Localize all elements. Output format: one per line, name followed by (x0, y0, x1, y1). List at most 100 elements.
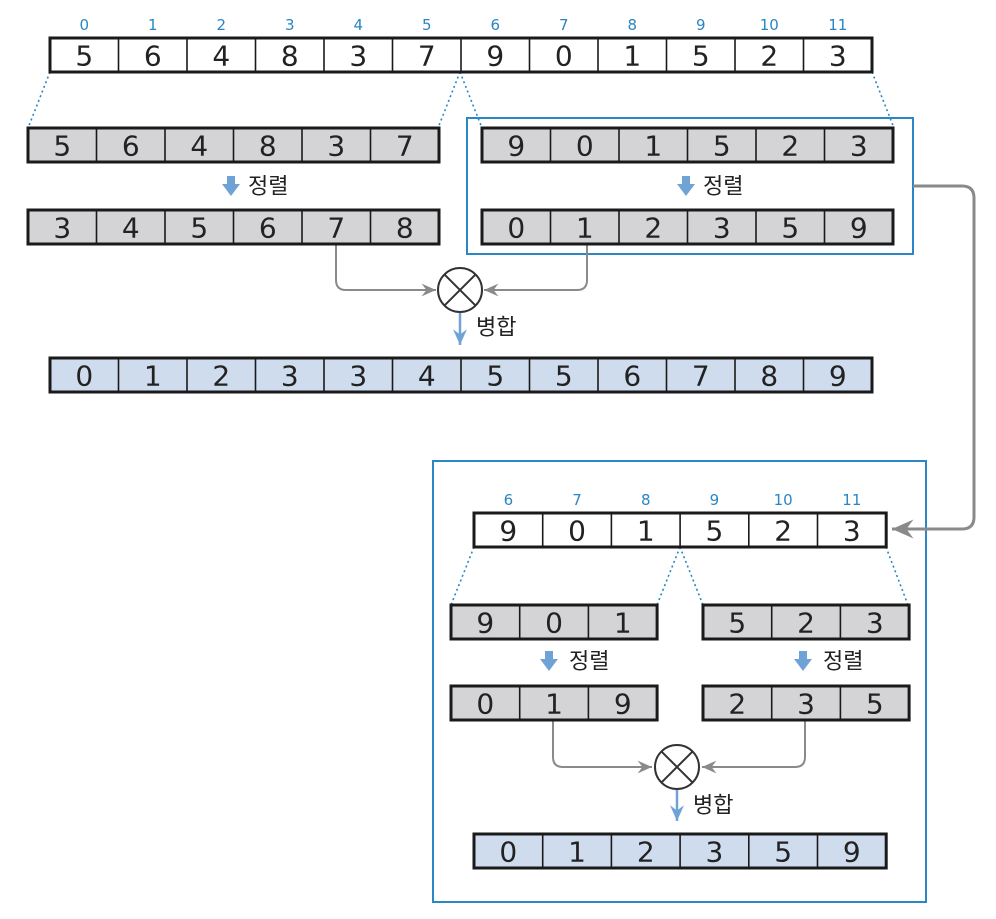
array-border (48, 356, 874, 394)
merge-connectors-level1 (335, 244, 588, 345)
split-guides-level1 (27, 71, 895, 129)
merge-connectors-level2 (552, 720, 806, 821)
array-cell-value: 6 (144, 40, 162, 73)
split-guides-level2 (450, 546, 909, 606)
array-index-label: 7 (559, 16, 569, 34)
merge-label: 병합 (476, 316, 516, 341)
array-index-label: 8 (641, 491, 651, 509)
array-cell-value: 5 (75, 40, 93, 73)
array-cell-value: 2 (774, 515, 792, 548)
array-index-label: 11 (828, 16, 847, 34)
array-cell-value: 2 (644, 212, 662, 245)
array-index-label: 9 (710, 491, 720, 509)
array-cell-value: 1 (144, 360, 162, 393)
array-cell-value: 5 (486, 360, 504, 393)
array-cell-value: 0 (576, 130, 594, 163)
array-cell-value: 3 (349, 360, 367, 393)
array-index-label: 10 (760, 16, 779, 34)
array-cell-value: 5 (53, 130, 71, 163)
array-cell-value: 5 (555, 360, 573, 393)
recursion-connector (892, 184, 976, 539)
array-border (449, 603, 659, 641)
array-cell-value: 2 (797, 607, 815, 640)
array-cell-value: 3 (843, 515, 861, 548)
array-cell-value: 3 (53, 212, 71, 245)
sort-step-left-l2: 정렬 (540, 650, 609, 675)
array-cell-value: 3 (829, 40, 847, 73)
sort-step-right-l2: 정렬 (794, 650, 863, 675)
array-cell-value: 9 (499, 515, 517, 548)
array-index-label: 0 (79, 16, 89, 34)
array-cell-value: 9 (476, 607, 494, 640)
array-cell-value: 4 (212, 40, 230, 73)
array-cell-value: 9 (850, 212, 868, 245)
sort-down-arrow-icon (677, 176, 695, 196)
array-border (701, 603, 911, 641)
array-background (703, 686, 910, 720)
array-border (472, 511, 888, 549)
array-cell-value: 5 (190, 212, 208, 245)
array-cell-value: 2 (781, 130, 799, 163)
sort-step-left-l1: 정렬 (222, 175, 288, 200)
left-sorted-array: 3 4 5 6 7 8 (26, 208, 441, 246)
sort-label: 정렬 (248, 175, 288, 200)
array-border (48, 36, 874, 74)
array-cell-value: 7 (692, 360, 710, 393)
merge-label: 병합 (693, 794, 733, 819)
sort-down-arrow-icon (794, 651, 812, 671)
array-index-label: 11 (842, 491, 861, 509)
array-cell-value: 9 (843, 836, 861, 869)
array-cell-value: 9 (507, 130, 525, 163)
array-cell-value: 6 (259, 212, 277, 245)
array-cell-value: 9 (829, 360, 847, 393)
merge-operator-icon (654, 744, 700, 790)
array-cell-value: 7 (396, 130, 414, 163)
sort-label: 정렬 (823, 650, 863, 675)
array-cell-value: 8 (281, 40, 299, 73)
array-cell-value: 7 (327, 212, 345, 245)
array-cell-value: 1 (644, 130, 662, 163)
array-background (451, 686, 658, 720)
array-border (472, 832, 888, 870)
array-cell-value: 4 (122, 212, 140, 245)
merge-operator-icon (437, 267, 483, 313)
array-cell-value: 8 (760, 360, 778, 393)
array-cell-value: 5 (692, 40, 710, 73)
array-cell-value: 3 (706, 836, 724, 869)
array-cell-value: 0 (75, 360, 93, 393)
array-cell-value: 3 (797, 688, 815, 721)
array-border (26, 126, 441, 164)
array-cell-value: 5 (866, 688, 884, 721)
array-cell-value: 2 (637, 836, 655, 869)
array-cell-value: 0 (555, 40, 573, 73)
array-index-label: 8 (627, 16, 637, 34)
sort-label: 정렬 (569, 650, 609, 675)
array-cell-value: 2 (212, 360, 230, 393)
sort-down-arrow-icon (222, 176, 240, 196)
array-cell-value: 8 (396, 212, 414, 245)
array-cell-value: 3 (349, 40, 367, 73)
array-index-label: 9 (696, 16, 706, 34)
array-cell-value: 5 (774, 836, 792, 869)
array-cell-value: 0 (499, 836, 517, 869)
array-border (26, 208, 441, 246)
array-border (701, 684, 911, 722)
array-border (449, 684, 659, 722)
array-cell-value: 2 (760, 40, 778, 73)
array-index-label: 4 (353, 16, 363, 34)
array-index-label: 1 (148, 16, 158, 34)
array-cell-value: 3 (866, 607, 884, 640)
array-index-label: 6 (504, 491, 514, 509)
array-index-label: 5 (422, 16, 432, 34)
array-cell-value: 0 (545, 607, 563, 640)
array-cell-value: 9 (486, 40, 504, 73)
array-cell-value: 0 (507, 212, 525, 245)
